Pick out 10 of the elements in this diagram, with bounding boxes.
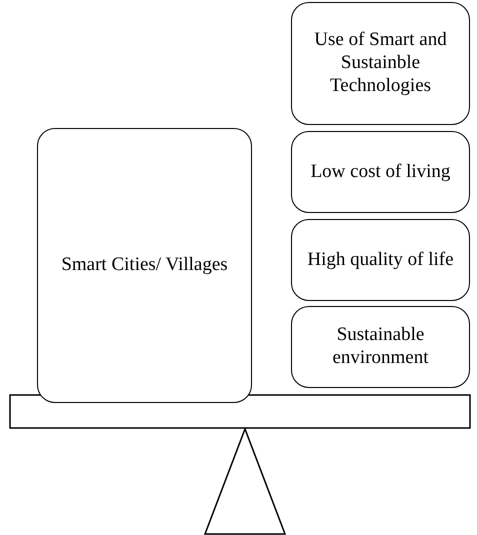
attribute-box bbox=[291, 306, 470, 388]
box-label: Sustainable environment bbox=[331, 324, 430, 370]
box-label: Low cost of living bbox=[310, 160, 450, 184]
box-label: Use of Smart and Sustainble Technologies bbox=[313, 29, 448, 98]
attribute-box bbox=[291, 219, 470, 301]
attribute-box bbox=[291, 131, 470, 213]
attribute-box bbox=[291, 2, 470, 125]
category-box bbox=[37, 128, 252, 403]
box-label: High quality of life bbox=[307, 248, 454, 272]
box-label: Smart Cities/ Villages bbox=[61, 254, 228, 277]
